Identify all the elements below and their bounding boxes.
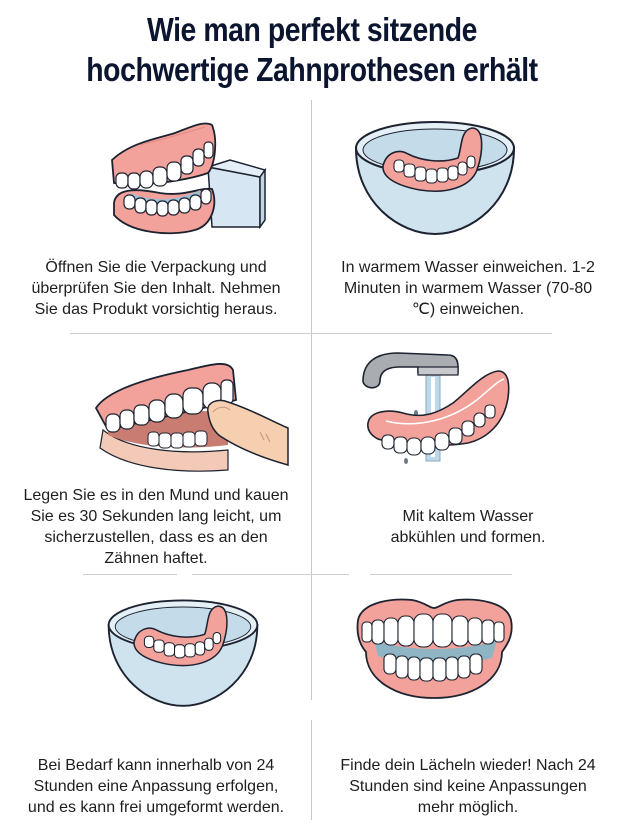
horizontal-divider-2a <box>83 574 177 575</box>
step-5-caption: Bei Bedarf kann innerhalb von 24 Stunden… <box>27 757 285 816</box>
finger-pressing-denture-icon <box>88 350 293 475</box>
denture-under-faucet-icon <box>358 343 518 468</box>
smiling-denture-icon <box>352 590 517 702</box>
denture-with-box-icon <box>100 115 280 240</box>
title-line-1: Wie man perfekt sitzende <box>146 11 478 48</box>
vertical-divider-lower <box>311 720 312 820</box>
horizontal-divider-2c <box>370 574 512 575</box>
page-title: Wie man perfekt sitzende hochwertige Zah… <box>44 10 581 90</box>
horizontal-divider-1 <box>70 333 552 334</box>
step-1-caption: Öffnen Sie die Verpackung und überprüfen… <box>31 259 281 318</box>
denture-in-water-bowl-icon <box>350 108 520 236</box>
title-line-2: hochwertige Zahnprothesen erhält <box>86 51 538 88</box>
vertical-divider <box>311 100 312 700</box>
step-4-caption: Mit kaltem Wasser abkühlen und formen. <box>390 508 546 546</box>
step-2-caption: In warmem Wasser einweichen. 1-2 Minuten… <box>341 259 595 318</box>
step-3-caption: Legen Sie es in den Mund und kauen Sie e… <box>23 487 289 567</box>
horizontal-divider-2b <box>192 574 349 575</box>
step-6-caption: Finde dein Lächeln wieder! Nach 24 Stund… <box>340 757 596 816</box>
denture-in-water-bowl-icon-2 <box>103 585 263 710</box>
